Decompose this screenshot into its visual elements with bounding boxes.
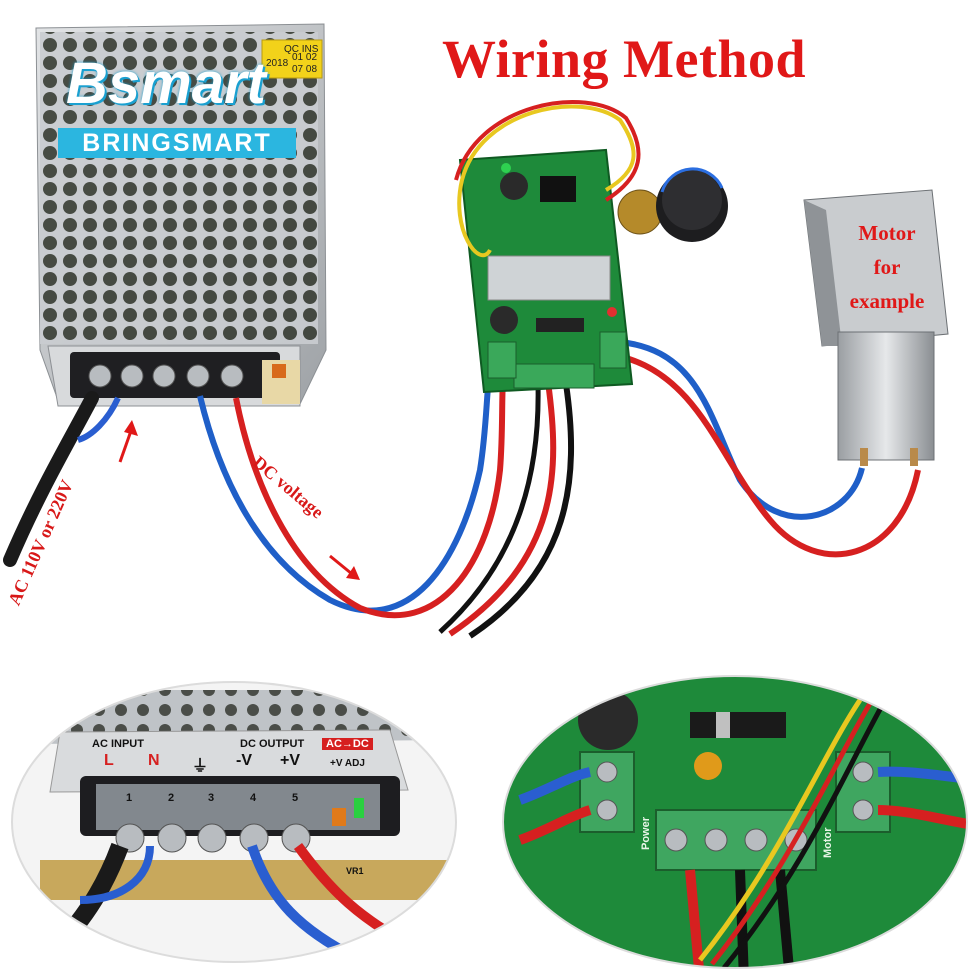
dc-wire-red bbox=[233, 359, 509, 619]
speed-knob bbox=[617, 167, 728, 242]
qc-title: QC INS bbox=[284, 44, 319, 55]
pwm-controller-board bbox=[458, 148, 634, 394]
qc-row2: 07 08 bbox=[292, 64, 318, 75]
vr1-label: VR1 bbox=[346, 866, 364, 876]
brand-subname: BRINGSMART bbox=[58, 128, 296, 158]
arrow-dc bbox=[329, 554, 360, 580]
terminal-ground: ⏚ bbox=[192, 758, 209, 775]
ac-cable bbox=[3, 391, 99, 567]
power-label: Power bbox=[640, 816, 652, 850]
motor-wire-blue bbox=[619, 339, 865, 520]
motor-wire-red bbox=[625, 355, 921, 558]
motor-label-line1: Motor bbox=[858, 221, 916, 245]
qc-year: 2018 bbox=[266, 58, 289, 69]
terminal-l: L bbox=[104, 752, 114, 769]
qc-row1: 01 02 bbox=[292, 52, 318, 63]
terminal-num-4: 4 bbox=[250, 792, 257, 804]
arrow-ac bbox=[118, 420, 138, 463]
terminal-n: N bbox=[148, 752, 160, 769]
terminal-num-2: 2 bbox=[168, 792, 175, 804]
terminal-block bbox=[88, 364, 244, 388]
page-title: Wiring Method bbox=[442, 29, 807, 89]
dc-wire-blue bbox=[197, 361, 495, 614]
adj-label: +V ADJ bbox=[330, 758, 365, 769]
terminal-num-1: 1 bbox=[126, 792, 133, 804]
motor-label-line3: example bbox=[849, 289, 925, 313]
ac-input-label: AC INPUT bbox=[92, 738, 144, 750]
power-supply bbox=[35, 23, 327, 407]
terminal-num-5: 5 bbox=[292, 792, 299, 804]
terminal-num-3: 3 bbox=[208, 792, 215, 804]
ac-dc-badge: AC→DC bbox=[322, 738, 373, 750]
terminal-minus-v: -V bbox=[236, 752, 252, 769]
brand-logo: Bsmart bbox=[66, 51, 266, 116]
motor-label: Motor for example bbox=[834, 216, 940, 318]
detail-board bbox=[503, 676, 967, 968]
motor-label-line2: for bbox=[873, 255, 901, 279]
motor bbox=[803, 189, 949, 466]
dc-output-label: DC OUTPUT bbox=[240, 738, 305, 750]
terminal-plus-v: +V bbox=[280, 752, 301, 769]
detail-psu bbox=[12, 682, 456, 962]
motor-terminal-label: Motor bbox=[822, 827, 834, 858]
top-photo bbox=[3, 23, 949, 639]
